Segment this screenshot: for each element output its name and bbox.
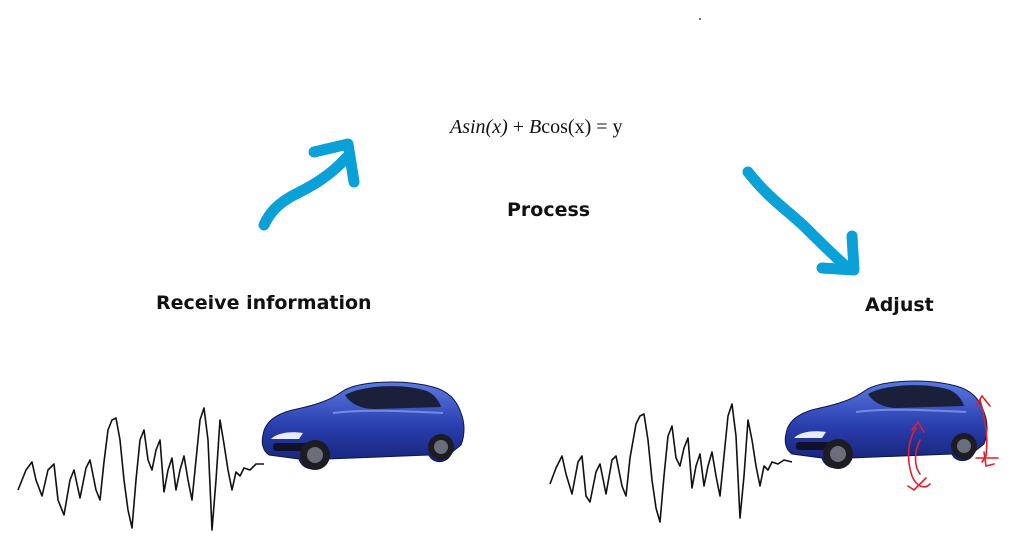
label-receive-information: Receive information	[156, 292, 372, 314]
curved-up-right-arrow-icon	[258, 138, 360, 231]
sports-car-icon-right	[784, 380, 988, 470]
formula: Asin(x) + Bcos(x) = y	[450, 116, 623, 138]
down-right-arrow-icon	[742, 166, 860, 276]
label-adjust: Adjust	[865, 294, 934, 316]
adjustment-annotation-icon	[907, 394, 999, 492]
stray-dot	[699, 18, 701, 20]
label-process: Process	[507, 199, 591, 221]
sports-car-icon-left	[261, 381, 465, 471]
signal-waveform-icon-left	[17, 407, 264, 531]
signal-waveform-icon-right	[549, 403, 793, 523]
